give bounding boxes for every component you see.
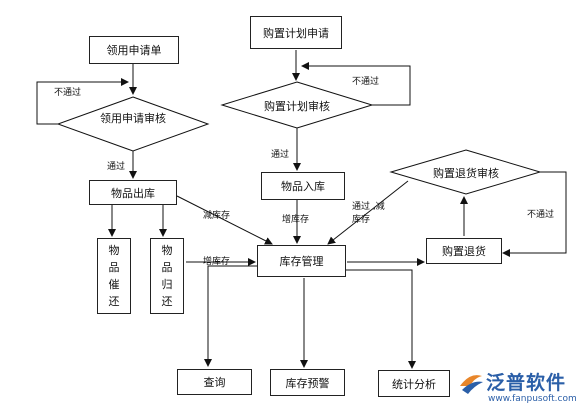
apply-pass-label: 通过 <box>107 162 126 172</box>
return-review-label: 购置退货审核 <box>433 167 499 180</box>
goods-return-char: 物 <box>161 244 173 257</box>
logo-name: 泛普软件 <box>486 372 567 394</box>
goods-in-box: 物品入库 <box>261 172 345 200</box>
edge-purchase-reject-loop <box>301 62 411 106</box>
add-stock-return-label: 增库存 <box>203 257 231 267</box>
edge-inventory-to-query <box>204 265 258 367</box>
logo-url: www.fanpusoft.com <box>488 394 577 404</box>
goods-out-box: 物品出库 <box>89 180 177 205</box>
edge-return-review-to-inventory <box>327 180 409 245</box>
purchase-pass-label: 通过 <box>271 150 290 160</box>
purchase-reject-label: 不通过 <box>352 77 380 87</box>
goods-return-char: 品 <box>161 261 173 274</box>
goods-urge-box: 物 品 催 还 <box>97 238 131 314</box>
inventory-box: 库存管理 <box>257 245 346 277</box>
edge-inventory-to-stats <box>345 269 416 369</box>
goods-return-char: 归 <box>161 278 173 291</box>
goods-urge-char: 品 <box>108 261 120 274</box>
apply-reject-label: 不通过 <box>54 88 82 98</box>
purchase-plan-box: 购置计划申请 <box>250 16 342 49</box>
alert-box: 库存预警 <box>270 369 345 396</box>
goods-return-char: 还 <box>161 295 173 308</box>
goods-urge-char: 物 <box>108 244 120 257</box>
reduce-stock-label: 减库存 <box>203 211 231 221</box>
stats-box: 统计分析 <box>378 370 450 397</box>
add-stock-in-label: 增库存 <box>282 215 310 225</box>
fanpusoft-logo: 泛普软件 www.fanpusoft.com <box>456 366 581 412</box>
purchase-review-label: 购置计划审核 <box>264 100 330 113</box>
goods-urge-char: 催 <box>108 278 120 291</box>
logo-mark-icon <box>460 375 483 394</box>
edge-apply-reject-loop <box>36 78 129 125</box>
edge-out-to-inventory <box>176 195 273 245</box>
edge-return-reject-loop <box>502 171 567 257</box>
return-review-diamond <box>389 149 542 195</box>
purchase-return-box: 购置退货 <box>426 238 502 264</box>
return-pass-label-2: 库存 <box>352 215 371 225</box>
return-reject-label: 不通过 <box>527 210 555 220</box>
query-box: 查询 <box>177 369 252 395</box>
return-pass-label: 通过 ,减 <box>352 202 385 212</box>
apply-review-label: 领用申请审核 <box>100 112 166 125</box>
apply-form-box: 领用申请单 <box>89 36 179 64</box>
goods-urge-char: 还 <box>108 295 120 308</box>
goods-return-box: 物 品 归 还 <box>150 238 184 314</box>
